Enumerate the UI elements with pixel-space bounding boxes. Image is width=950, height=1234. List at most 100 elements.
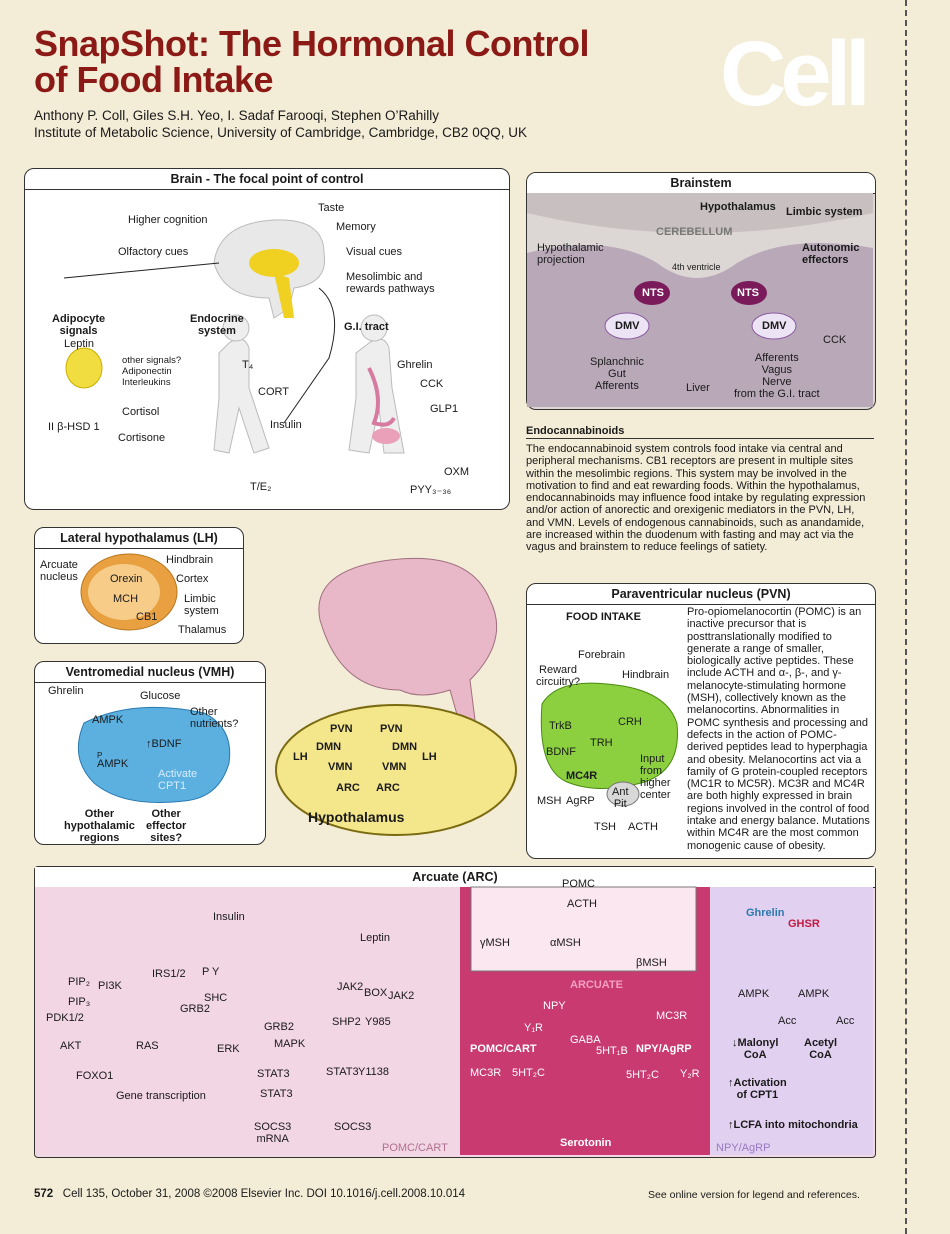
- arc-foxo: FOXO1: [76, 1070, 114, 1082]
- arc-5ht2c-2: 5HT₂C: [626, 1069, 659, 1081]
- bs-cck: CCK: [823, 334, 847, 346]
- pvn-tsh: TSH: [594, 821, 616, 833]
- arc-gaba: GABA: [570, 1034, 601, 1046]
- arc-acc: Acc: [778, 1015, 797, 1027]
- brain-panel-title: Brain - The focal point of control: [25, 169, 509, 190]
- arc-serotonin: Serotonin: [560, 1137, 612, 1149]
- brain-panel-art: [63, 219, 405, 454]
- pvn-msh: MSH: [537, 795, 562, 807]
- arc-pdk: PDK1/2: [46, 1012, 84, 1024]
- pvn-text: Pro-opiomelanocortin (POMC) is an inacti…: [687, 606, 870, 852]
- arc-socs3: SOCS3: [334, 1121, 372, 1133]
- arcuate-title: Arcuate (ARC): [35, 867, 875, 888]
- arc-gmsh: γMSH: [480, 937, 510, 949]
- label-pyy: PYY₃₋₃₆: [410, 484, 452, 496]
- pvn-hindbrain: Hindbrain: [622, 669, 670, 681]
- brainstem-art: [527, 193, 873, 407]
- bs-limbic: Limbic system: [786, 206, 863, 218]
- arc-jak2-left: JAK2: [337, 981, 364, 993]
- bs-dmv-right: DMV: [762, 320, 787, 332]
- lh-thalamus: Thalamus: [178, 624, 227, 636]
- arc-stat3-a: STAT3: [257, 1068, 290, 1080]
- label-hsd: II β-HSD 1: [48, 421, 100, 433]
- pvn-trkb: TrkB: [549, 720, 572, 732]
- footer: 572 Cell 135, October 31, 2008 ©2008 Els…: [34, 1188, 465, 1200]
- vmh-pampk: AMPK: [97, 758, 129, 770]
- arc-shc: SHC: [204, 992, 228, 1004]
- arc-mc3r: MC3R: [656, 1010, 688, 1022]
- hypothalamus-label: Hypothalamus: [308, 809, 405, 825]
- label-cck: CCK: [420, 378, 444, 390]
- arc-pacc: Acc: [836, 1015, 855, 1027]
- arc-ras: RAS: [136, 1040, 159, 1052]
- pvn-art: [540, 682, 678, 807]
- hyp-vmn-right: VMN: [382, 761, 407, 773]
- lh-title: Lateral hypothalamus (LH): [35, 528, 243, 549]
- label-t4: T₄: [242, 359, 254, 371]
- hyp-dmn-left: DMN: [316, 741, 342, 753]
- hyp-vmn-left: VMN: [328, 761, 353, 773]
- label-ghrelin: Ghrelin: [397, 359, 433, 371]
- arc-mapk: MAPK: [274, 1038, 306, 1050]
- arc-amsh: αMSH: [550, 937, 581, 949]
- arc-mc3r-2: MC3R: [470, 1067, 502, 1079]
- arc-pi3k: PI3K: [98, 980, 122, 992]
- arc-y1r: Y₁R: [524, 1022, 543, 1034]
- arc-npy: NPY: [543, 1000, 566, 1012]
- arc-box: BOX: [364, 987, 388, 999]
- arcuate-art: [35, 886, 873, 1155]
- footer-note: See online version for legend and refere…: [648, 1189, 860, 1201]
- label-gi-tract: G.I. tract: [344, 321, 389, 333]
- arc-pomccart: POMC/CART: [470, 1043, 537, 1055]
- pvn-agrp: AgRP: [566, 795, 595, 807]
- vmh-bdnf: ↑BDNF: [146, 738, 182, 750]
- bs-liver: Liver: [686, 382, 710, 394]
- arc-y1138: Y1138: [358, 1066, 389, 1078]
- label-visual: Visual cues: [346, 246, 403, 258]
- bs-hypothalamus: Hypothalamus: [700, 201, 776, 213]
- arc-pip3: PIP₃: [68, 996, 91, 1008]
- arc-irs: IRS1/2: [152, 968, 186, 980]
- arc-py: P Y: [202, 966, 220, 978]
- pvn-acth: ACTH: [628, 821, 658, 833]
- label-te2: T/E₂: [250, 481, 272, 493]
- bs-4th-ventricle: 4th ventricle: [672, 262, 721, 272]
- vmh-glucose: Glucose: [140, 690, 181, 702]
- label-higher-cognition: Higher cognition: [128, 214, 208, 226]
- arc-bmsh: βMSH: [636, 957, 667, 969]
- hyp-arc-left: ARC: [336, 782, 360, 794]
- label-cortisol: Cortisol: [122, 406, 160, 418]
- arc-y2r: Y₂R: [680, 1068, 700, 1080]
- bs-nts-right: NTS: [737, 287, 759, 299]
- pvn-food-intake: FOOD INTAKE: [566, 611, 641, 623]
- lh-hindbrain: Hindbrain: [166, 554, 214, 566]
- vmh-p: P: [97, 751, 103, 760]
- hyp-dmn-right: DMN: [392, 741, 418, 753]
- authors: Anthony P. Coll, Giles S.H. Yeo, I. Sada…: [34, 108, 527, 140]
- arc-erk: ERK: [217, 1043, 240, 1055]
- pvn-forebrain: Forebrain: [578, 649, 626, 661]
- cell-logo: Cell: [720, 23, 871, 125]
- endo-text: The endocannabinoid system controls food…: [526, 443, 866, 554]
- arc-y985: Y985: [365, 1016, 391, 1028]
- vmh-title: Ventromedial nucleus (VMH): [35, 662, 265, 683]
- hyp-lh-left: LH: [293, 751, 308, 763]
- arc-ghsr: GHSR: [788, 918, 820, 930]
- lh-cb1: CB1: [136, 611, 158, 623]
- arc-pomc: POMC: [562, 878, 595, 890]
- lh-cortex: Cortex: [176, 573, 209, 585]
